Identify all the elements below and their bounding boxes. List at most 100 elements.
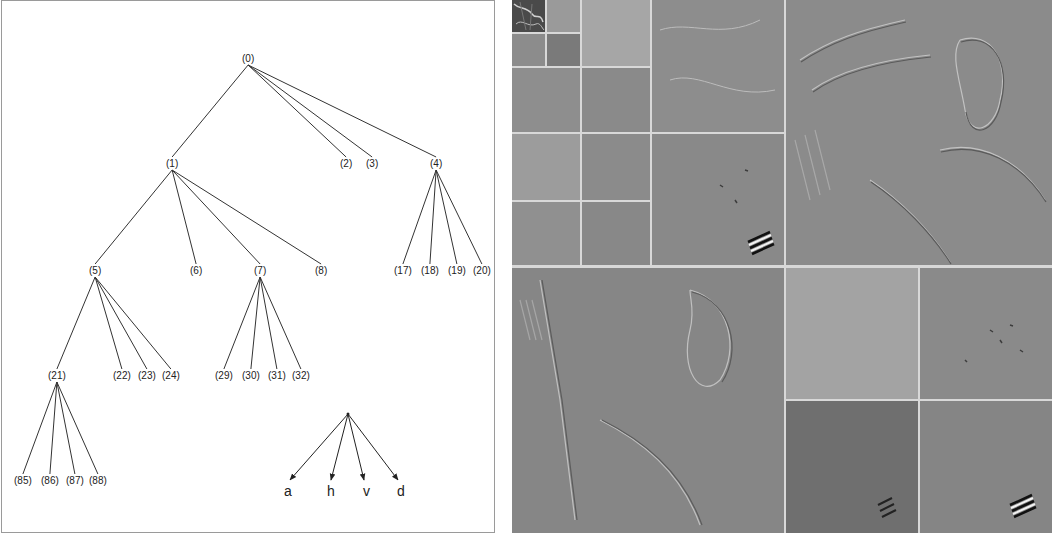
node-label: (20) bbox=[473, 265, 491, 276]
tree-branch bbox=[57, 382, 98, 474]
texture-stroke bbox=[749, 235, 773, 251]
texture-stroke bbox=[660, 20, 775, 92]
tree-branch bbox=[260, 277, 301, 369]
node-label: (32) bbox=[292, 370, 310, 381]
tree-branch bbox=[172, 170, 321, 264]
tree-branch bbox=[430, 170, 436, 264]
tree-branch bbox=[248, 65, 436, 157]
tree-node: (87) bbox=[65, 474, 85, 487]
node-label: (88) bbox=[89, 475, 107, 486]
subband-87 bbox=[512, 34, 545, 66]
texture-stroke bbox=[687, 290, 730, 386]
tree-node: (5) bbox=[88, 264, 102, 277]
subband-6 bbox=[652, 0, 784, 132]
subband-letter: h bbox=[327, 484, 335, 499]
texture-stroke bbox=[878, 498, 896, 517]
node-label: (31) bbox=[268, 370, 286, 381]
tree-node: (6) bbox=[189, 264, 203, 277]
tree-branch bbox=[23, 382, 57, 474]
edge-texture bbox=[795, 20, 1046, 264]
tree-branch bbox=[57, 277, 95, 369]
tree-branch bbox=[436, 170, 482, 264]
tree-branch bbox=[403, 170, 436, 264]
subband-8 bbox=[652, 134, 784, 265]
node-label: (24) bbox=[162, 370, 180, 381]
node-label: (18) bbox=[421, 265, 439, 276]
subband-31 bbox=[512, 202, 580, 265]
texture-stroke bbox=[520, 300, 542, 340]
tree-node: (4) bbox=[429, 157, 443, 170]
subband-86 bbox=[547, 0, 580, 32]
legend-arrow bbox=[331, 414, 348, 480]
tree-node: (29) bbox=[214, 369, 234, 382]
texture-stroke bbox=[870, 180, 950, 262]
node-label: (5) bbox=[89, 265, 101, 276]
node-label: (3) bbox=[366, 158, 378, 169]
texture-stroke bbox=[720, 170, 1023, 362]
node-label: (4) bbox=[430, 158, 442, 169]
node-label: (22) bbox=[113, 370, 131, 381]
texture-stroke bbox=[801, 22, 906, 62]
subband-18 bbox=[920, 268, 1052, 399]
tree-node: (24) bbox=[161, 369, 181, 382]
tree-node: (20) bbox=[472, 264, 492, 277]
subband-88 bbox=[547, 34, 580, 66]
tree-node: (8) bbox=[314, 264, 328, 277]
tree-branch bbox=[95, 170, 172, 264]
node-label: (85) bbox=[14, 475, 32, 486]
texture-stroke bbox=[956, 38, 1003, 128]
subband-letter: v bbox=[363, 484, 370, 499]
tree-branch bbox=[436, 170, 457, 264]
subband-85 bbox=[512, 0, 545, 32]
texture-stroke bbox=[813, 57, 931, 92]
edge-texture bbox=[520, 280, 732, 525]
tree-branch bbox=[248, 65, 372, 157]
subband-letter: d bbox=[397, 484, 405, 499]
legend-arrow bbox=[290, 414, 348, 480]
texture-stroke bbox=[1010, 495, 1036, 517]
tree-branch bbox=[57, 382, 75, 474]
node-label: (1) bbox=[166, 158, 178, 169]
tree-branch bbox=[260, 277, 277, 369]
tree-node: (18) bbox=[420, 264, 440, 277]
image-ground bbox=[512, 0, 1052, 533]
texture-stroke bbox=[600, 420, 700, 525]
tree-node: (23) bbox=[137, 369, 157, 382]
node-label: (17) bbox=[394, 265, 412, 276]
texture-stroke bbox=[961, 40, 1004, 130]
subband-letter: a bbox=[284, 484, 292, 499]
subband-19 bbox=[786, 401, 918, 533]
node-label: (23) bbox=[138, 370, 156, 381]
texture-stroke bbox=[748, 232, 774, 254]
node-label: (87) bbox=[66, 475, 84, 486]
node-label: (8) bbox=[315, 265, 327, 276]
tree-node: (3) bbox=[365, 157, 379, 170]
tree-branch bbox=[95, 277, 171, 369]
texture-stroke bbox=[514, 4, 543, 22]
legend-arrow bbox=[348, 414, 398, 480]
stripe-patch bbox=[748, 232, 1036, 517]
node-label: (2) bbox=[340, 158, 352, 169]
subband-17 bbox=[786, 268, 918, 399]
coefficient-image bbox=[512, 0, 1052, 533]
tree-branch bbox=[50, 382, 57, 474]
texture-stroke bbox=[812, 55, 930, 90]
tree-node: (0) bbox=[241, 52, 255, 65]
texture-stroke bbox=[692, 292, 732, 382]
tree-branch bbox=[251, 277, 260, 369]
tree-branch bbox=[224, 277, 260, 369]
subband-32 bbox=[582, 202, 650, 265]
tree-node: (85) bbox=[13, 474, 33, 487]
node-label: (0) bbox=[242, 53, 254, 64]
node-label: (29) bbox=[215, 370, 233, 381]
texture-stroke bbox=[1011, 498, 1035, 514]
tree-branch bbox=[172, 170, 196, 264]
tree-node: (17) bbox=[393, 264, 413, 277]
tree-branch bbox=[95, 277, 122, 369]
tree-node: (21) bbox=[47, 369, 67, 382]
texture-stroke bbox=[795, 130, 830, 200]
tree-node: (1) bbox=[165, 157, 179, 170]
